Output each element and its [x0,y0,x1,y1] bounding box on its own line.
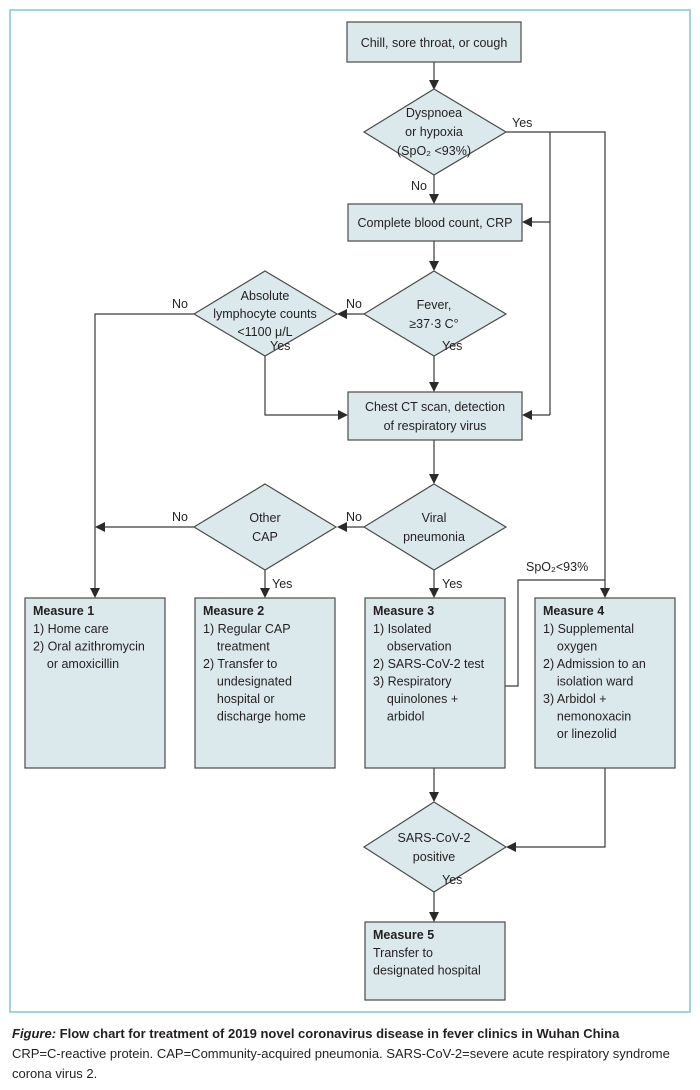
svg-text:Dyspnoea: Dyspnoea [406,106,462,120]
measure-line: arbidol [373,710,424,724]
measure-line: oxygen [543,640,597,654]
viral-pneumonia-decision: Viral pneumonia [362,483,508,571]
measure-line: 3) Arbidol + [543,692,607,706]
svg-text:Chest CT scan, detection: Chest CT scan, detection [365,400,505,414]
connectors [90,62,610,922]
svg-text:positive: positive [413,850,455,864]
measure-title: Measure 1 [33,604,94,618]
svg-text:Yes: Yes [442,339,462,353]
measure-line: designated hospital [373,964,481,978]
measure-title: Measure 5 [373,928,434,942]
svg-text:Yes: Yes [272,577,292,591]
svg-text:or hypoxia: or hypoxia [405,125,463,139]
measure-line: Transfer to [373,946,433,960]
svg-text:SARS-CoV-2: SARS-CoV-2 [398,831,471,845]
svg-text:pneumonia: pneumonia [403,530,465,544]
figure-frame [9,9,691,1013]
svg-text:No: No [346,297,362,311]
svg-text:Other: Other [249,511,280,525]
measure-1-box: Measure 1 1) Home care 2) Oral azithromyci… [24,597,166,769]
measure-line: 1) Isolated [373,622,431,636]
svg-text:Yes: Yes [270,339,290,353]
fever-decision: Fever, ≥37·3 C° [362,270,508,357]
measure-title: Measure 4 [543,604,604,618]
measure-line: isolation ward [543,675,633,689]
measure-line: quinolones + [373,692,458,706]
svg-text:Complete blood count, CRP: Complete blood count, CRP [358,216,513,230]
measure-line: observation [373,640,452,654]
measure-line: 2) Transfer to [203,657,277,671]
measure-line: treatment [203,640,270,654]
caption-label: Figure: [12,1026,57,1041]
measure-line: 1) Regular CAP [203,622,291,636]
caption-text: CRP=C-reactive protein. CAP=Community-ac… [12,1046,670,1081]
svg-text:No: No [172,510,188,524]
svg-text:CAP: CAP [252,530,278,544]
sars-decision: SARS-CoV-2 positive [362,801,508,893]
svg-text:(SpO₂ <93%): (SpO₂ <93%) [397,144,471,158]
svg-text:Fever,: Fever, [417,298,452,312]
measure-line: 3) Respiratory [373,675,452,689]
measure-title: Measure 2 [203,604,264,618]
svg-text:Yes: Yes [512,116,532,130]
svg-text:No: No [172,297,188,311]
svg-text:lymphocyte counts: lymphocyte counts [213,307,317,321]
measure-4-box: Measure 4 1) Supplemental oxygen 2) Admiss… [534,597,676,769]
ct-box: Chest CT scan, detection of respiratory … [347,391,523,441]
svg-text:No: No [411,179,427,193]
measure-line: or linezolid [543,727,617,741]
measure-3-box: Measure 3 1) Isolated observation 2) SARS-… [364,597,506,769]
measure-line: discharge home [203,710,306,724]
measure-line: hospital or [203,692,275,706]
svg-text:Viral: Viral [422,511,447,525]
cbc-box: Complete blood count, CRP [347,203,523,242]
svg-text:Absolute: Absolute [241,289,290,303]
svg-text:of respiratory virus: of respiratory virus [384,419,487,433]
measure-line: 1) Supplemental [543,622,634,636]
svg-text:Chill, sore throat, or cough: Chill, sore throat, or cough [361,36,508,50]
measure-line: or amoxicillin [33,657,119,671]
dyspnoea-decision: Dyspnoea or hypoxia (SpO₂ <93%) [362,88,508,176]
edge-labels: Yes No No No Yes Yes No No Yes Yes SpO₂<… [172,116,588,887]
svg-text:Yes: Yes [442,577,462,591]
svg-text:<1100 μ/L: <1100 μ/L [237,325,292,339]
measure-line: undesignated [203,675,292,689]
svg-text:SpO₂<93%: SpO₂<93% [526,560,588,574]
measure-2-box: Measure 2 1) Regular CAP treatment 2) Tran… [194,597,336,769]
measure-5-box: Measure 5 Transfer to designated hospital [364,921,506,1001]
measure-boxes: Measure 1 1) Home care 2) Oral azithromyci… [24,597,676,1001]
measure-line: 2) Oral azithromycin [33,640,145,654]
svg-text:No: No [346,510,362,524]
figure-caption: Figure: Flow chart for treatment of 2019… [12,1024,692,1084]
start-box: Chill, sore throat, or cough [346,21,522,63]
lymphocyte-decision: Absolute lymphocyte counts <1100 μ/L [192,270,339,357]
svg-text:≥37·3 C°: ≥37·3 C° [409,317,458,331]
svg-text:Yes: Yes [442,873,462,887]
measure-line: nemonoxacin [543,710,631,724]
caption-title: Flow chart for treatment of 2019 novel c… [56,1026,620,1041]
measure-title: Measure 3 [373,604,434,618]
measure-line: 2) SARS-CoV-2 test [373,657,485,671]
measure-line: 2) Admission to an [543,657,646,671]
other-cap-decision: Other CAP [192,483,338,571]
measure-line: 1) Home care [33,622,109,636]
